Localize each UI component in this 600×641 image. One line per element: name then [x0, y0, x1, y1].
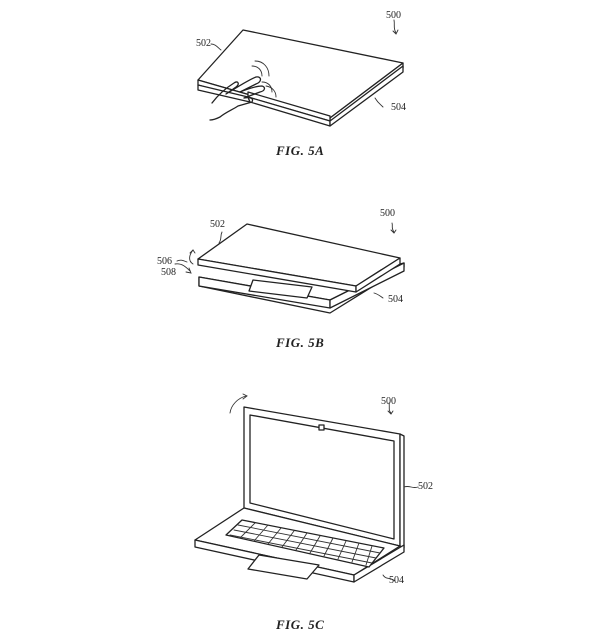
ref-label-504: 504 — [389, 575, 404, 586]
ref-label-504: 504 — [391, 102, 406, 113]
figure-5a: 500 502 504 FIG. 5A — [0, 0, 600, 170]
ref-label-506: 506 — [157, 256, 172, 267]
closed-device-drawing — [197, 19, 404, 127]
open-laptop-drawing — [194, 393, 419, 583]
ref-label-502: 502 — [418, 481, 433, 492]
ref-label-502: 502 — [196, 38, 211, 49]
trackpad — [247, 554, 320, 580]
ref-label-502: 502 — [210, 219, 225, 230]
figure-caption: FIG. 5A — [276, 143, 325, 158]
figure-5b: 500 502 506 508 504 FIG. 5B — [0, 195, 600, 355]
opening-device-drawing — [174, 222, 405, 314]
figure-5c: 500 502 504 FIG. 5C — [0, 385, 600, 641]
ref-label-508: 508 — [161, 267, 176, 278]
ref-label-504: 504 — [388, 294, 403, 305]
ref-label-500: 500 — [380, 208, 395, 219]
keyboard — [225, 519, 385, 568]
figure-caption: FIG. 5B — [276, 335, 325, 350]
ref-label-500: 500 — [386, 10, 401, 21]
ref-label-500: 500 — [381, 396, 396, 407]
figure-caption: FIG. 5C — [276, 617, 325, 632]
